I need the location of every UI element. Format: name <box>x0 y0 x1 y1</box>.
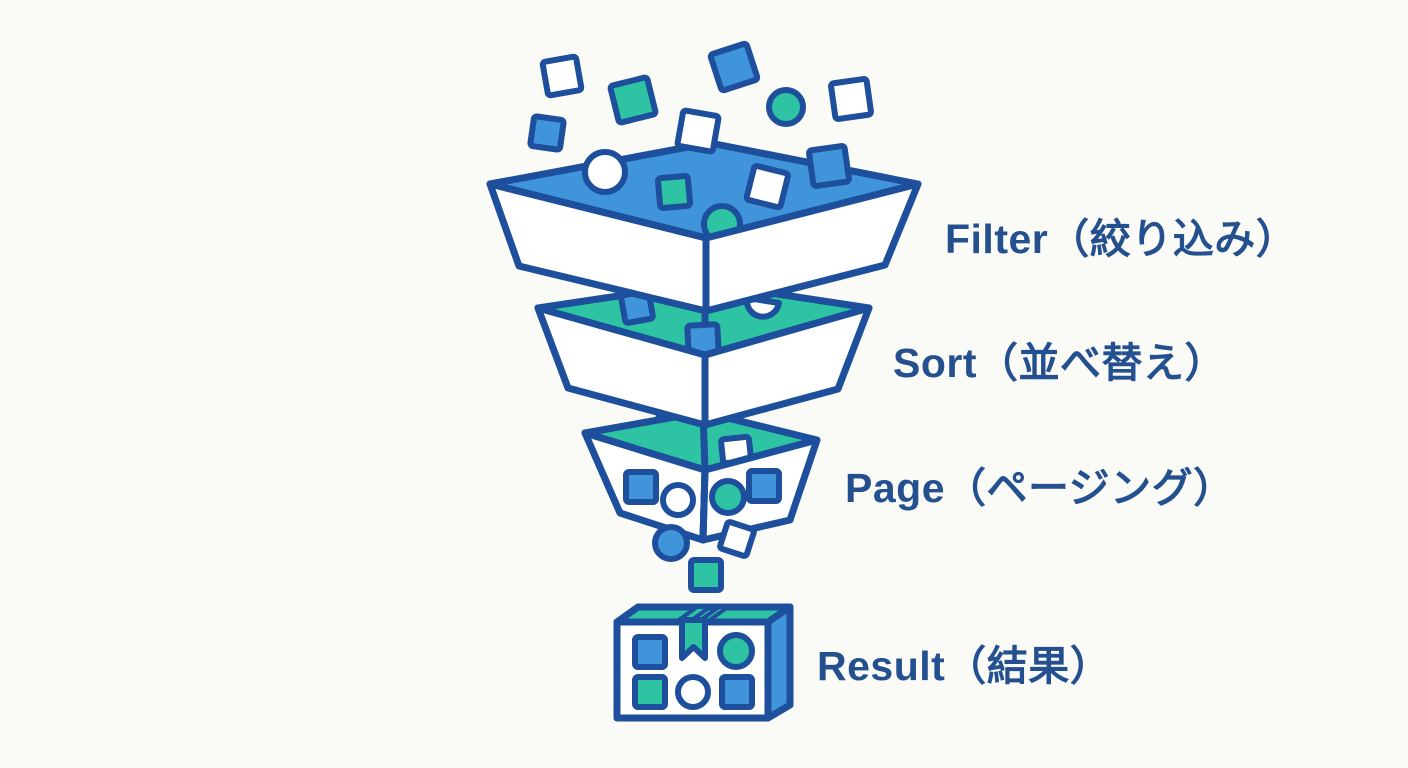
falling-items-top <box>527 40 874 155</box>
falling-square-white-icon <box>539 53 585 99</box>
stage-label-filter: Filter（絞り込み） <box>945 216 1298 262</box>
falling-circle-teal-icon <box>766 87 806 127</box>
box-square-teal-icon <box>632 674 668 710</box>
stage-label-result: Result（結果） <box>817 643 1112 689</box>
falling-items-bottom <box>652 519 757 593</box>
small-circle-white-icon <box>660 482 696 518</box>
dropping-square-teal-icon <box>688 557 724 593</box>
page-bowl-center-line <box>699 466 709 544</box>
falling-square-blue-icon <box>707 40 761 94</box>
ribbon-bookmark-icon <box>679 617 708 661</box>
dropping-square-white-icon <box>717 519 757 559</box>
falling-square-teal-icon <box>607 74 659 126</box>
falling-square-white-icon <box>828 76 874 122</box>
box-circle-teal-icon <box>717 632 755 670</box>
box-circle-white-icon <box>675 674 711 710</box>
stage-label-sort: Sort（並べ替え） <box>893 340 1226 386</box>
floating-circle-white-icon <box>582 149 628 195</box>
funnel-tier-filter <box>486 139 922 315</box>
stage-label-page: Page（ページング） <box>845 465 1235 511</box>
floating-square-teal-icon <box>654 172 694 212</box>
floating-square-white-icon <box>743 163 791 211</box>
small-square-blue-icon <box>623 469 659 505</box>
funnel-tier-sort <box>534 279 873 429</box>
result-box <box>613 603 794 722</box>
box-square-blue-icon <box>719 674 755 710</box>
funnel-tier-page <box>581 406 821 544</box>
small-circle-teal-icon <box>709 478 747 516</box>
falling-square-white-icon <box>674 107 722 155</box>
dropping-circle-blue-icon <box>652 524 690 562</box>
half-circle-white-icon <box>743 295 782 320</box>
floating-square-blue-icon <box>806 143 852 189</box>
box-square-blue-icon <box>632 634 668 670</box>
falling-square-blue-icon <box>527 113 567 153</box>
small-square-blue-icon <box>746 468 782 504</box>
